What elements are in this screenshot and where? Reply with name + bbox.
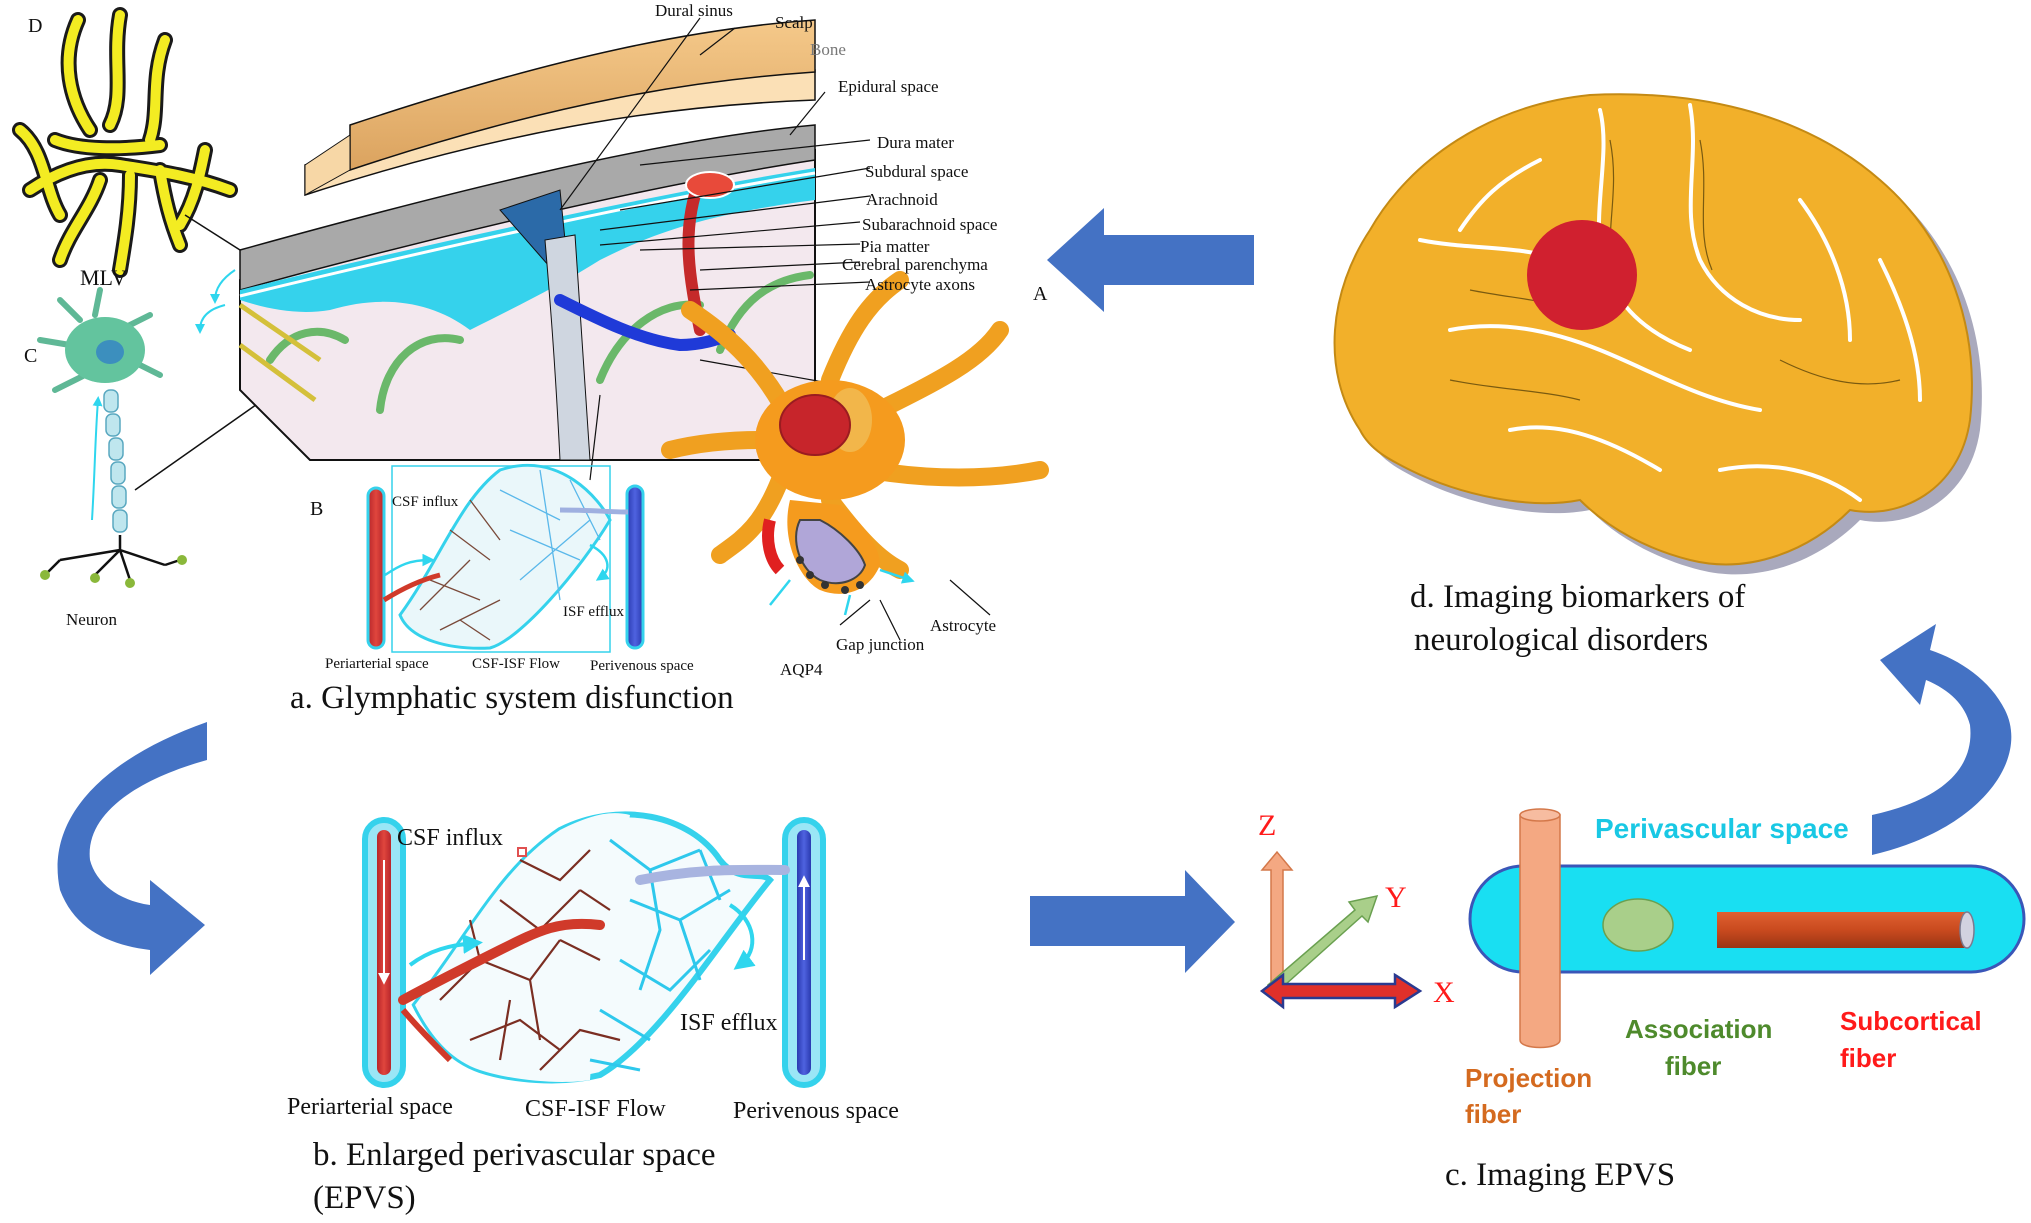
label-axis-z: Z xyxy=(1258,809,1276,842)
label-association-line2: fiber xyxy=(1665,1051,1721,1081)
label-perivenous-space: Perivenous space xyxy=(733,1098,899,1124)
label-subcortical-line1: Subcortical xyxy=(1840,1006,1982,1036)
mlv-network xyxy=(12,7,241,278)
label-inset-csf-isf-flow: CSF-ISF Flow xyxy=(472,656,560,672)
brain-sulci xyxy=(1418,103,1922,502)
label-projection-line1: Projection xyxy=(1465,1063,1592,1093)
panel-d: d. Imaging biomarkers of neurological di… xyxy=(1333,93,1982,658)
label-letter-c: C xyxy=(24,345,37,367)
arrow-d-to-a xyxy=(1047,208,1254,312)
label-astrocyte: Astrocyte xyxy=(930,616,996,635)
label-scalp: Scalp xyxy=(775,13,813,32)
caption-panel-c: c. Imaging EPVS xyxy=(1445,1157,1675,1193)
label-epidural-space: Epidural space xyxy=(838,77,939,96)
label-mlv: MLV xyxy=(80,265,127,290)
label-subarachnoid-space: Subarachnoid space xyxy=(862,215,997,234)
label-arachnoid: Arachnoid xyxy=(866,190,938,209)
label-projection-line2: fiber xyxy=(1465,1099,1521,1129)
label-csf-isf-flow: CSF-ISF Flow xyxy=(525,1096,666,1122)
label-cerebral-parenchyma: Cerebral parenchyma xyxy=(842,255,988,274)
label-axis-y: Y xyxy=(1385,881,1407,914)
caption-panel-a: a. Glymphatic system disfunction xyxy=(290,680,734,716)
label-inset-csf-influx: CSF influx xyxy=(392,494,459,510)
arrow-a-to-b xyxy=(57,722,207,975)
label-isf-efflux: ISF efflux xyxy=(680,1010,778,1036)
label-subcortical-line2: fiber xyxy=(1840,1043,1896,1073)
label-pia-matter: Pia matter xyxy=(860,237,930,256)
neuron-illustration xyxy=(37,287,271,588)
label-letter-b: B xyxy=(310,498,323,520)
caption-panel-b-line1: b. Enlarged perivascular space xyxy=(313,1137,716,1173)
label-gap-junction: Gap junction xyxy=(836,635,925,654)
subcortical-fiber-tube xyxy=(1717,912,1967,948)
arrow-b-to-c xyxy=(1030,870,1235,973)
label-letter-d: D xyxy=(28,15,42,37)
axis-z-arrow xyxy=(1260,850,1294,991)
label-neuron: Neuron xyxy=(66,610,117,629)
astrocyte-illustration xyxy=(661,271,1049,641)
label-letter-a: A xyxy=(1033,283,1048,305)
caption-panel-d-line2: neurological disorders xyxy=(1414,622,1708,658)
inset-b xyxy=(366,463,645,653)
label-dural-sinus: Dural sinus xyxy=(655,1,733,20)
flow-arrows xyxy=(57,208,2012,975)
panel-b: CSF influx ISF efflux Periarterial space… xyxy=(287,811,899,1216)
label-perivascular-space: Perivascular space xyxy=(1595,813,1849,844)
axis-x-arrow xyxy=(1259,972,1423,1010)
projection-fiber-tube xyxy=(1519,814,1561,1049)
panel-a: D C B A MLV Neuron Dural sinus Scalp Bon… xyxy=(12,1,1049,716)
label-subdural-space: Subdural space xyxy=(865,162,968,181)
panel-c: Z Y X Perivascular space Association fib… xyxy=(1258,808,2026,1193)
label-inset-periarterial: Periarterial space xyxy=(325,656,429,672)
caption-panel-b-line2: (EPVS) xyxy=(313,1180,416,1216)
association-fiber-cross-section xyxy=(1602,898,1674,952)
arrow-c-to-d xyxy=(1872,624,2012,855)
skull-cross-section xyxy=(195,19,816,461)
label-periarterial-space: Periarterial space xyxy=(287,1094,453,1120)
label-inset-perivenous: Perivenous space xyxy=(590,658,694,674)
axes-triad: Z Y X xyxy=(1258,809,1455,1010)
label-bone: Bone xyxy=(810,40,846,59)
label-axis-x: X xyxy=(1433,976,1455,1009)
panel-a-labels: D C B A MLV Neuron Dural sinus Scalp Bon… xyxy=(24,1,1048,716)
axis-y-arrow xyxy=(1266,894,1379,995)
label-csf-influx: CSF influx xyxy=(397,825,503,851)
label-dura-mater: Dura mater xyxy=(877,133,954,152)
caption-panel-d-line1: d. Imaging biomarkers of xyxy=(1410,579,1745,615)
label-astrocyte-axons: Astrocyte axons xyxy=(865,275,975,294)
label-association-line1: Association xyxy=(1625,1014,1772,1044)
label-aqp4: AQP4 xyxy=(780,660,823,679)
label-inset-isf-efflux: ISF efflux xyxy=(563,604,624,620)
lesion-marker xyxy=(1527,220,1637,330)
